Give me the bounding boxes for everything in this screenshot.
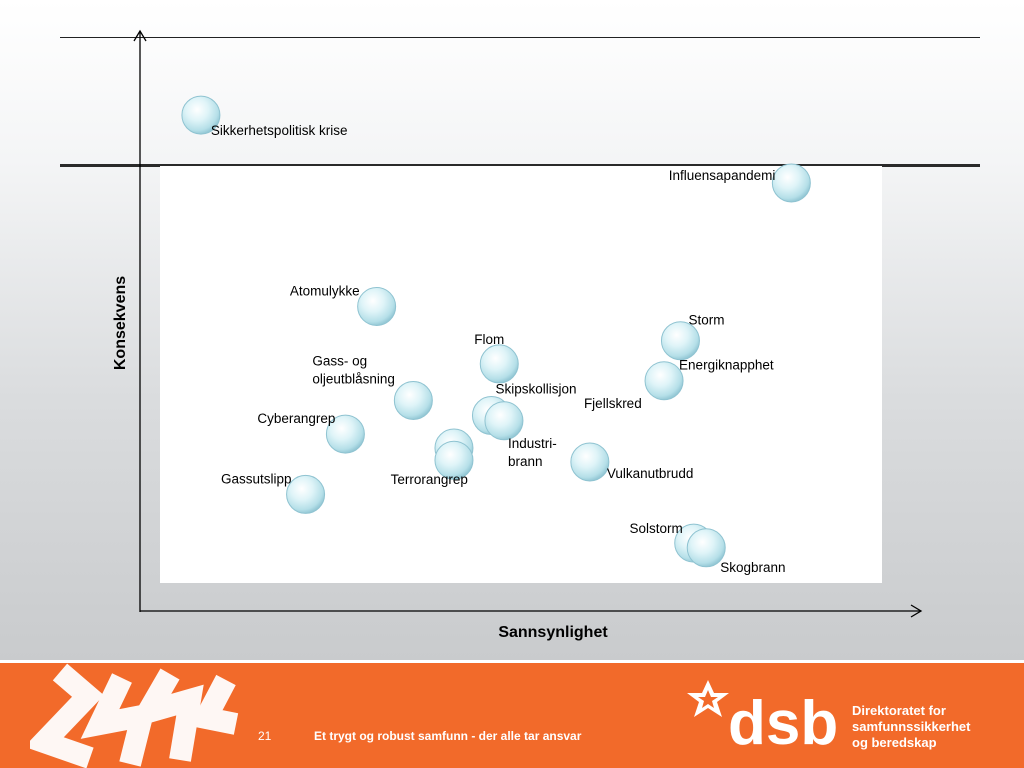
point-label-10: Industri-brann — [508, 436, 557, 469]
dsb-pattern-icon — [30, 663, 239, 768]
data-point-4 — [479, 344, 519, 384]
point-label-13: Gassutslipp — [221, 471, 292, 486]
dsb-logo: dsb Direktoratet for samfunnssikkerhet o… — [687, 680, 971, 756]
x-axis-label: Sannsynlighet — [498, 624, 608, 641]
org-name-line-2: samfunnssikkerhet — [852, 719, 971, 734]
title-rule — [60, 164, 980, 167]
point-label-2: Atomulykke — [290, 284, 360, 299]
org-name-line-3: og beredskap — [852, 735, 937, 750]
data-point-0 — [181, 95, 221, 135]
point-label-8: Fjellskred — [584, 396, 642, 411]
risk-matrix-chart: Konsekvens Sannsynlighet Sikkerhetspolit… — [112, 29, 923, 641]
footer-divider — [0, 660, 1024, 663]
data-point-11 — [570, 442, 610, 482]
point-label-11: Vulkanutbrudd — [607, 466, 694, 481]
data-point-3 — [660, 321, 700, 361]
point-label-5: Energiknapphet — [679, 358, 774, 373]
data-point-13 — [286, 474, 326, 514]
data-point-9 — [325, 414, 365, 454]
point-label-4: Flom — [474, 332, 504, 347]
data-point-8 — [484, 401, 524, 441]
data-point-5 — [644, 361, 684, 401]
y-axis-arrow — [133, 29, 147, 42]
point-label-7: Skipskollisjon — [495, 382, 576, 397]
point-label-15: Skogbrann — [720, 560, 785, 575]
point-label-14: Solstorm — [629, 521, 682, 536]
data-point-1 — [771, 163, 811, 203]
plot-panel — [160, 166, 882, 583]
star-icon — [687, 680, 729, 717]
point-label-9: Cyberangrep — [257, 411, 335, 426]
x-axis-arrow — [910, 604, 923, 618]
data-point-6 — [393, 380, 433, 420]
point-label-0: Sikkerhetspolitisk krise — [211, 123, 348, 138]
top-rule — [60, 37, 980, 38]
point-label-1: Influensapandemi — [669, 168, 776, 183]
org-name-line-1: Direktoratet for — [852, 703, 946, 718]
data-point-2 — [357, 287, 397, 326]
data-point-12 — [434, 440, 474, 480]
point-label-3: Storm — [688, 313, 724, 328]
point-label-12: Terrorangrep — [391, 472, 468, 487]
data-point-15 — [686, 528, 726, 568]
page-number: 21 — [258, 729, 272, 743]
footer-tagline: Et trygt og robust samfunn - der alle ta… — [314, 729, 582, 743]
dsb-logo-text: dsb — [728, 689, 838, 756]
y-axis-label: Konsekvens — [112, 276, 129, 370]
